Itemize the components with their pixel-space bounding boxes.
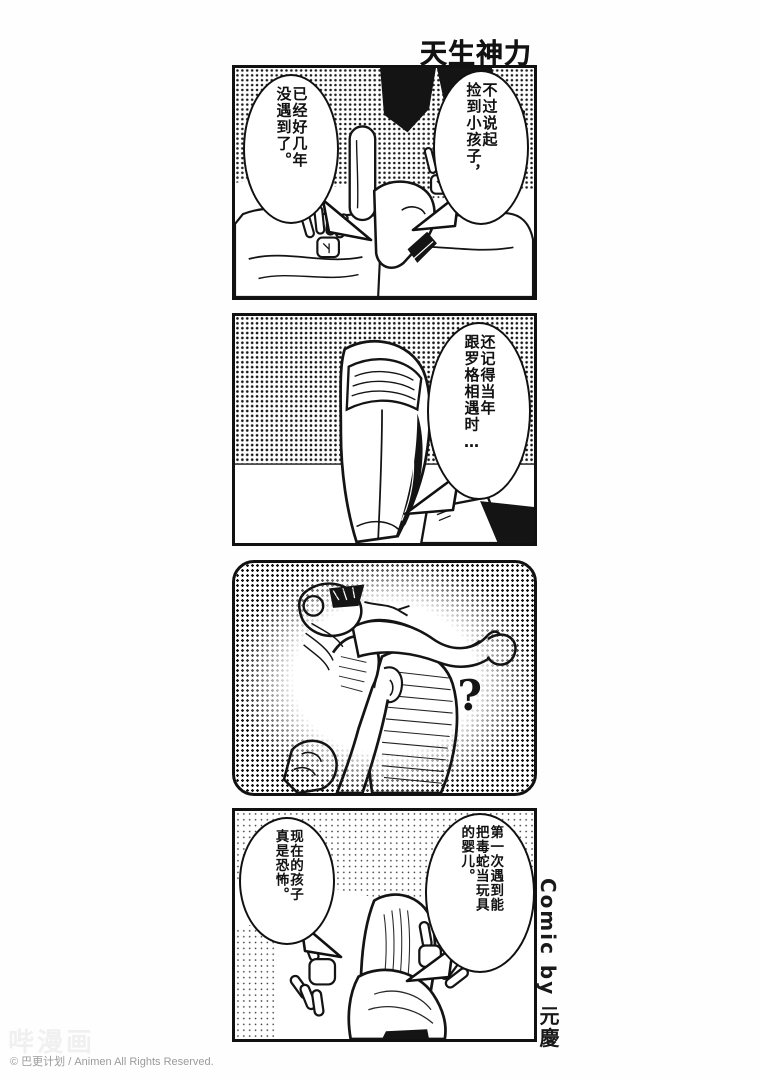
bubble-line: 还记得当年	[478, 334, 497, 417]
bubble-line: 第一次遇到能	[487, 825, 504, 912]
speech-bubble-p4-right: 第一次遇到能 把毒蛇当玩具 的婴儿。	[425, 813, 534, 973]
bubble-line: 没遇到了。	[274, 86, 293, 169]
bubble-line: 把毒蛇当玩具	[472, 825, 489, 912]
footer-copyright: © 巴更计划 / Animen All Rights Reserved.	[10, 1056, 214, 1068]
question-mark-annotation: ?	[457, 671, 482, 720]
speech-bubble-p2-right: 还记得当年 跟罗格相遇时…	[427, 322, 531, 500]
bubble-line: 的婴儿。	[458, 825, 475, 883]
comic-panel-1: 已经好几年 没遇到了。 不过说起 捡到小孩子，	[232, 65, 537, 300]
speech-bubble-p4-left: 现在的孩子 真是恐怖。	[239, 817, 335, 945]
bubble-line: 捡到小孩子，	[464, 82, 483, 181]
bubble-tail	[403, 472, 461, 516]
speech-bubble-p1-right: 不过说起 捡到小孩子，	[433, 70, 529, 225]
bubble-line: 已经好几年	[290, 86, 309, 169]
speech-bubble-p1-left: 已经好几年 没遇到了。	[243, 74, 339, 224]
bubble-line: 不过说起	[480, 82, 499, 148]
bubble-tail	[405, 945, 455, 983]
bubble-line: 跟罗格相遇时…	[462, 334, 481, 453]
comic-panel-2: 还记得当年 跟罗格相遇时…	[232, 313, 537, 546]
comic-panel-3: ?	[232, 560, 537, 796]
flashback-halftone-vignette	[235, 563, 534, 793]
bubble-tail	[321, 198, 373, 242]
bubble-line: 现在的孩子	[287, 829, 303, 902]
comic-title: 天生神力	[420, 39, 532, 70]
bubble-line: 真是恐怖。	[272, 829, 289, 902]
comic-credit: Comic by 元慶	[536, 878, 560, 1050]
comic-panel-4: 现在的孩子 真是恐怖。 第一次遇到能 把毒蛇当玩具 的婴儿。	[232, 808, 537, 1042]
footer-watermark: 哔漫画	[8, 1028, 96, 1058]
